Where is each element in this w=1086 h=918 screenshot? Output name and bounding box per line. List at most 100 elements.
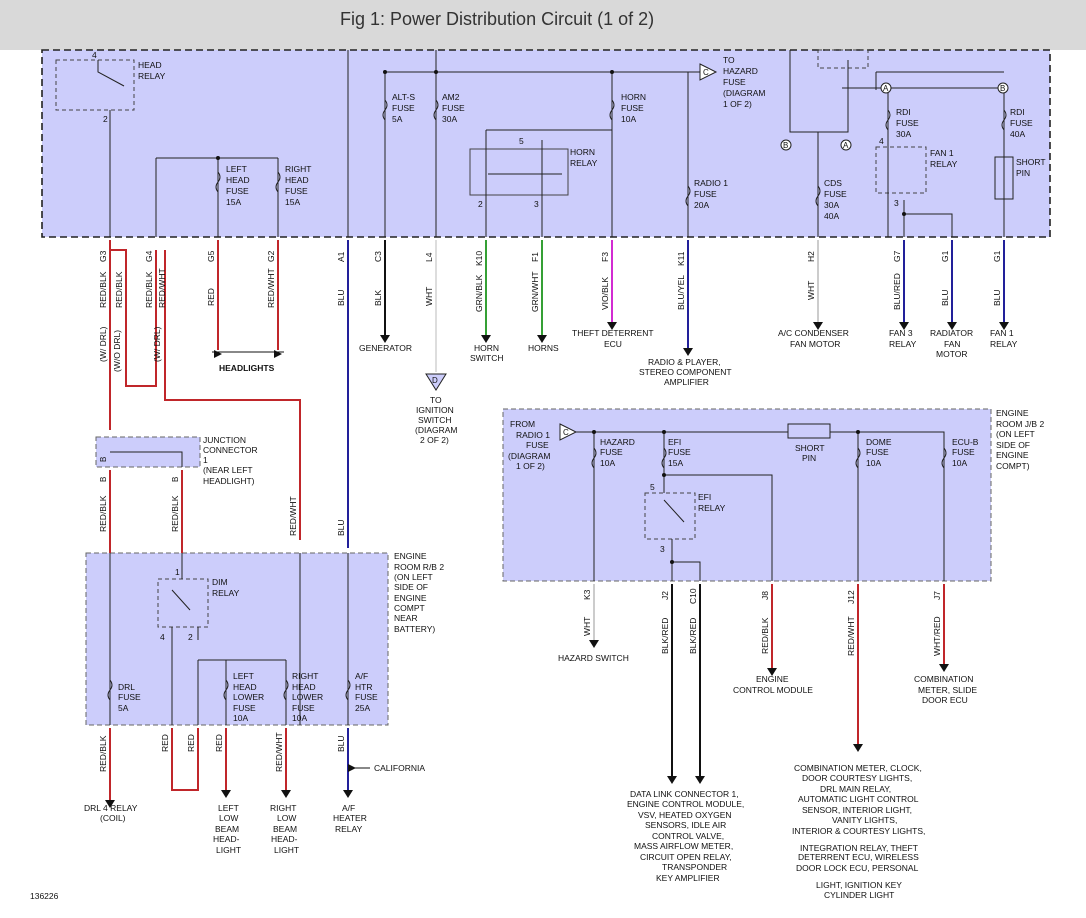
rb2-label-7: NEAR (394, 613, 418, 623)
efi-fuse-1: EFI (668, 437, 681, 447)
conn-a1: A1 (336, 251, 346, 262)
llb-4: HEAD- (213, 834, 240, 844)
wire-jc-1: RED/BLK (98, 495, 108, 532)
left-lower-1: LEFT (233, 671, 254, 681)
fan1-relay-2: RELAY (930, 159, 958, 169)
rlb-5: LIGHT (274, 845, 299, 855)
head-relay-label-1: HEAD (138, 60, 162, 70)
jc-1: JUNCTION (203, 435, 246, 445)
rlb-3: BEAM (273, 824, 297, 834)
engine-room-top-block (41, 49, 1051, 238)
jc-5: HEADLIGHT) (203, 476, 255, 486)
conn-b-1: B (99, 457, 108, 462)
left-lower-5: 10A (233, 713, 248, 723)
rb2-label-8: BATTERY) (394, 624, 435, 634)
fan1-dest-1: FAN 1 (990, 328, 1014, 338)
llb-3: BEAM (215, 824, 239, 834)
short-pin-top-1: SHORT (1016, 157, 1046, 167)
to-hazard-4: (DIAGRAM (723, 88, 766, 98)
jc-2: CONNECTOR (203, 445, 258, 455)
alts-fuse-3: 5A (392, 114, 403, 124)
conn-c3: C3 (373, 251, 383, 262)
dl-8: TRANSPONDER (662, 862, 727, 872)
conn-g7: G7 (892, 250, 902, 262)
from-radio-2: RADIO 1 (516, 430, 550, 440)
right-head-fuse-2: HEAD (285, 175, 309, 185)
wire-red-3: RED (214, 734, 224, 752)
jb2-label-1: ENGINE (996, 408, 1029, 418)
fan3-relay-2: RELAY (889, 339, 917, 349)
hazard-fuse-2: FUSE (600, 447, 623, 457)
dl-5: CONTROL VALVE, (652, 831, 724, 841)
marker-b-2: B (1000, 84, 1005, 93)
horns-label: HORNS (528, 343, 559, 353)
dl-4: SENSORS, IDLE AIR (645, 820, 726, 830)
from-radio-marker (559, 423, 578, 441)
horn-fuse-1: HORN (621, 92, 646, 102)
drl4-2: (COIL) (100, 813, 126, 823)
cc-9: DETERRENT ECU, WIRELESS (798, 852, 919, 862)
theft-ecu-2: ECU (604, 339, 622, 349)
wire-g2: RED/WHT (266, 268, 276, 308)
engine-room-jb2-box (502, 408, 992, 582)
pin-horn-5: 5 (519, 136, 524, 146)
jb2-short-pin (787, 423, 831, 439)
theft-ecu-1: THEFT DETERRENT (572, 328, 654, 338)
wire-g4: RED/BLK (144, 271, 154, 308)
cds-fuse-2: FUSE (824, 189, 847, 199)
ecub-fuse-1: ECU-B (952, 437, 979, 447)
cc-6: VANITY LIGHTS, (832, 815, 897, 825)
rb2-label-5: ENGINE (394, 593, 427, 603)
wire-j7: WHT/RED (932, 616, 942, 656)
pin-dim-1: 1 (175, 567, 180, 577)
to-hazard-5: 1 OF 2) (723, 99, 752, 109)
left-lower-3: LOWER (233, 692, 264, 702)
marker-b-1: B (783, 141, 788, 150)
cc-12: CYLINDER LIGHT (824, 890, 894, 900)
wire-g1-b: BLU (992, 289, 1002, 306)
data-link-list: DATA LINK CONNECTOR 1, ENGINE CONTROL MO… (627, 789, 744, 883)
to-hazard-marker (699, 63, 718, 81)
radio-player-2: STEREO COMPONENT (639, 367, 732, 377)
cc-11: LIGHT, IGNITION KEY (816, 880, 902, 890)
wire-j8: RED/BLK (760, 617, 770, 654)
afh-2: HEATER (333, 813, 367, 823)
marker-a-1: A (843, 141, 849, 150)
cc-10: DOOR LOCK ECU, PERSONAL (796, 863, 919, 873)
ign-3: SWITCH (418, 415, 452, 425)
dome-fuse-3: 10A (866, 458, 881, 468)
left-head-fuse-1: LEFT (226, 164, 247, 174)
cds-fuse-4: 40A (824, 211, 839, 221)
right-head-fuse-1: RIGHT (285, 164, 311, 174)
wire-jc-2: RED/BLK (170, 495, 180, 532)
engine-room-rb2-box (85, 552, 389, 726)
dl-1: DATA LINK CONNECTOR 1, (630, 789, 739, 799)
rlb-1: RIGHT (270, 803, 296, 813)
ign-1: TO (430, 395, 442, 405)
jb2-label-3: (ON LEFT (996, 429, 1035, 439)
efi-fuse-3: 15A (668, 458, 683, 468)
right-lower-3: LOWER (292, 692, 323, 702)
efi-relay-2: RELAY (698, 503, 726, 513)
dome-fuse-1: DOME (866, 437, 892, 447)
wire-j12: RED/WHT (846, 616, 856, 656)
pin-dim-2: 2 (188, 632, 193, 642)
cc-3: DRL MAIN RELAY, (820, 784, 891, 794)
left-head-fuse-3: FUSE (226, 186, 249, 196)
head-relay-box (55, 59, 135, 111)
jb-short-pin-1: SHORT (795, 443, 825, 453)
to-hazard-1: TO (723, 55, 735, 65)
marker-c: C (703, 68, 709, 77)
pin-efi-3: 3 (660, 544, 665, 554)
wire-j2: BLK/RED (660, 618, 670, 654)
drl-fuse-2: FUSE (118, 692, 141, 702)
to-hazard-2: HAZARD (723, 66, 758, 76)
conn-b-2: B (99, 477, 108, 482)
marker-c-2: C (563, 428, 569, 437)
cc-8: INTEGRATION RELAY, THEFT (800, 843, 918, 853)
from-radio-3: FUSE (526, 440, 549, 450)
right-lower-5: 10A (292, 713, 307, 723)
horn-fuse-3: 10A (621, 114, 636, 124)
pin-fan-4: 4 (879, 136, 884, 146)
right-head-fuse-4: 15A (285, 197, 300, 207)
